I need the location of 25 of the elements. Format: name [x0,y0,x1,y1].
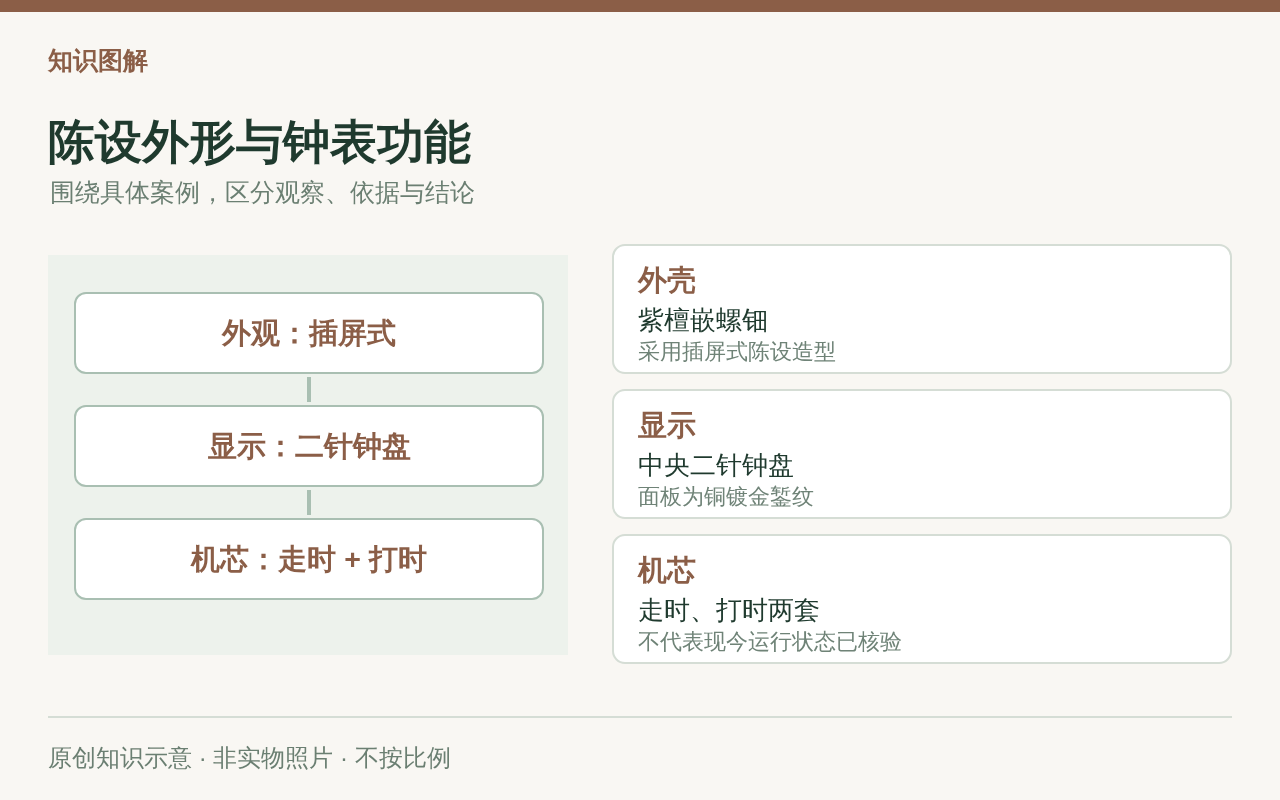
title-text: 陈设外形与钟表功能 [48,114,471,170]
kicker-text: 知识图解 [48,45,148,76]
box-label: 显示：二针钟盘 [207,429,411,464]
footer-note: 原创知识示意 · 非实物照片 · 不按比例 [48,743,451,773]
card-heading: 显示 [638,408,696,443]
panel [48,255,568,655]
process-box [74,518,544,600]
box-label: 外观：插屏式 [222,316,396,351]
info-card [612,389,1232,519]
process-box [74,405,544,487]
process-box [74,292,544,374]
subtitle-text: 围绕具体案例，区分观察、依据与结论 [50,178,475,208]
card-body: 走时、打时两套 [638,594,820,626]
info-card [612,534,1232,664]
connector-line [307,490,311,515]
card-body: 中央二针钟盘 [638,449,794,481]
card-note: 不代表现今运行状态已核验 [638,628,902,655]
card-note: 面板为铜镀金錾纹 [638,483,814,510]
connector-line [307,377,311,402]
box-label: 机芯：走时 + 打时 [191,542,427,577]
card-heading: 外壳 [638,263,696,298]
info-card [612,244,1232,374]
card-body: 紫檀嵌螺钿 [638,304,768,336]
card-note: 采用插屏式陈设造型 [638,338,836,365]
card-heading: 机芯 [638,553,696,588]
